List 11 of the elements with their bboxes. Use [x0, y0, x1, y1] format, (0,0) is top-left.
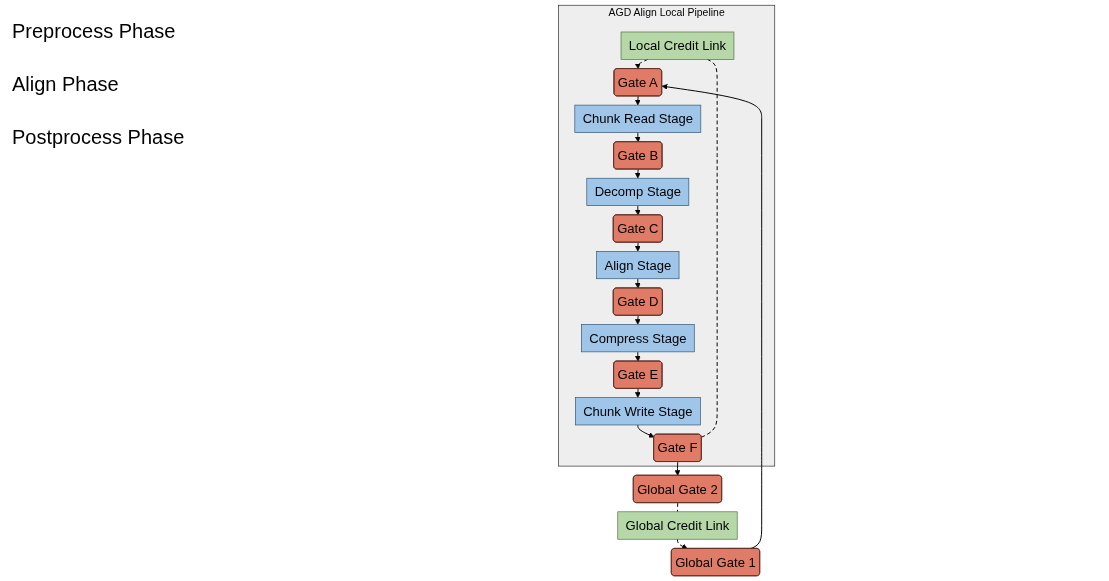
node-box: Global Credit Link [617, 511, 738, 540]
phase-label: Postprocess Phase [12, 126, 186, 149]
phase-label: Align Phase [12, 73, 120, 96]
node-box: Local Credit Link [620, 31, 735, 60]
node-box: Compress Stage [580, 324, 695, 353]
node-box: Align Stage [596, 251, 680, 280]
connector [701, 58, 718, 438]
node-box: Chunk Write Stage [574, 397, 701, 426]
node-box: Decomp Stage [586, 177, 690, 206]
node-box: Chunk Read Stage [574, 104, 702, 133]
phase-label: Preprocess Phase [12, 20, 177, 43]
